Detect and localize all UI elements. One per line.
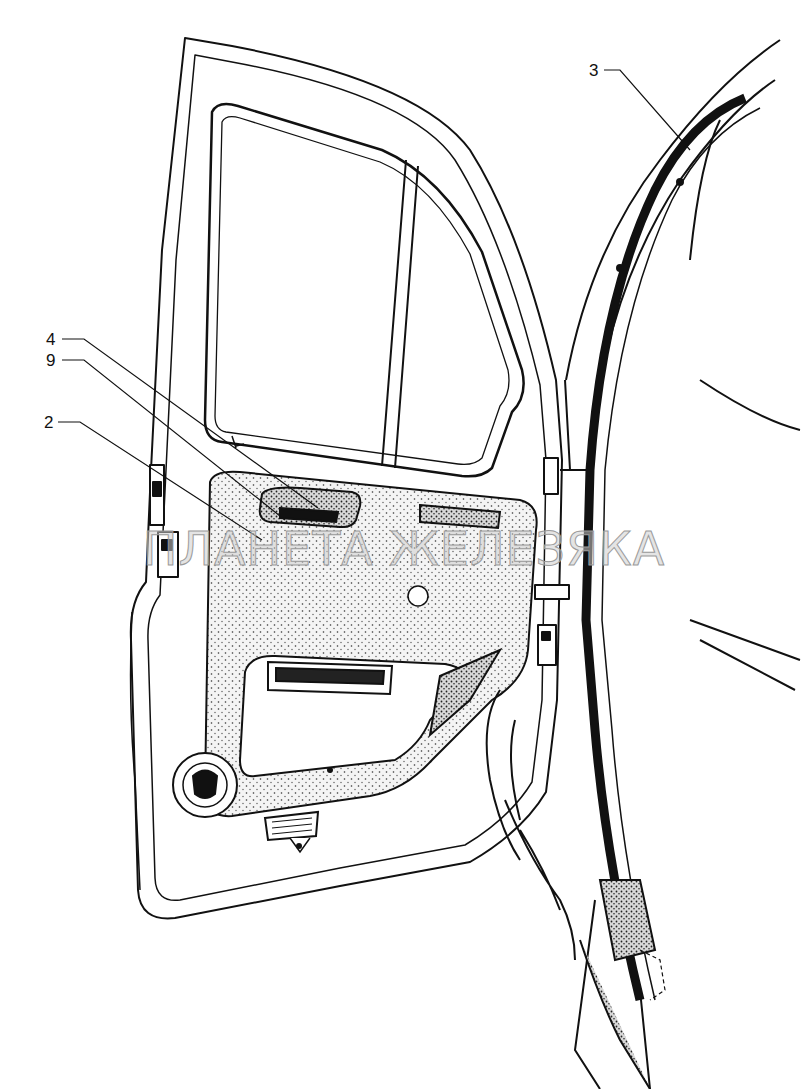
callout-number: 3 [589,62,598,79]
callout-number: 2 [44,414,53,431]
door-frame [131,38,569,918]
callout-number: 4 [46,331,55,348]
watermark: ПЛАНЕТА ЖЕЛЕЗЯКА [143,526,665,572]
callout-number: 9 [46,352,55,369]
leader-lines [58,70,690,540]
